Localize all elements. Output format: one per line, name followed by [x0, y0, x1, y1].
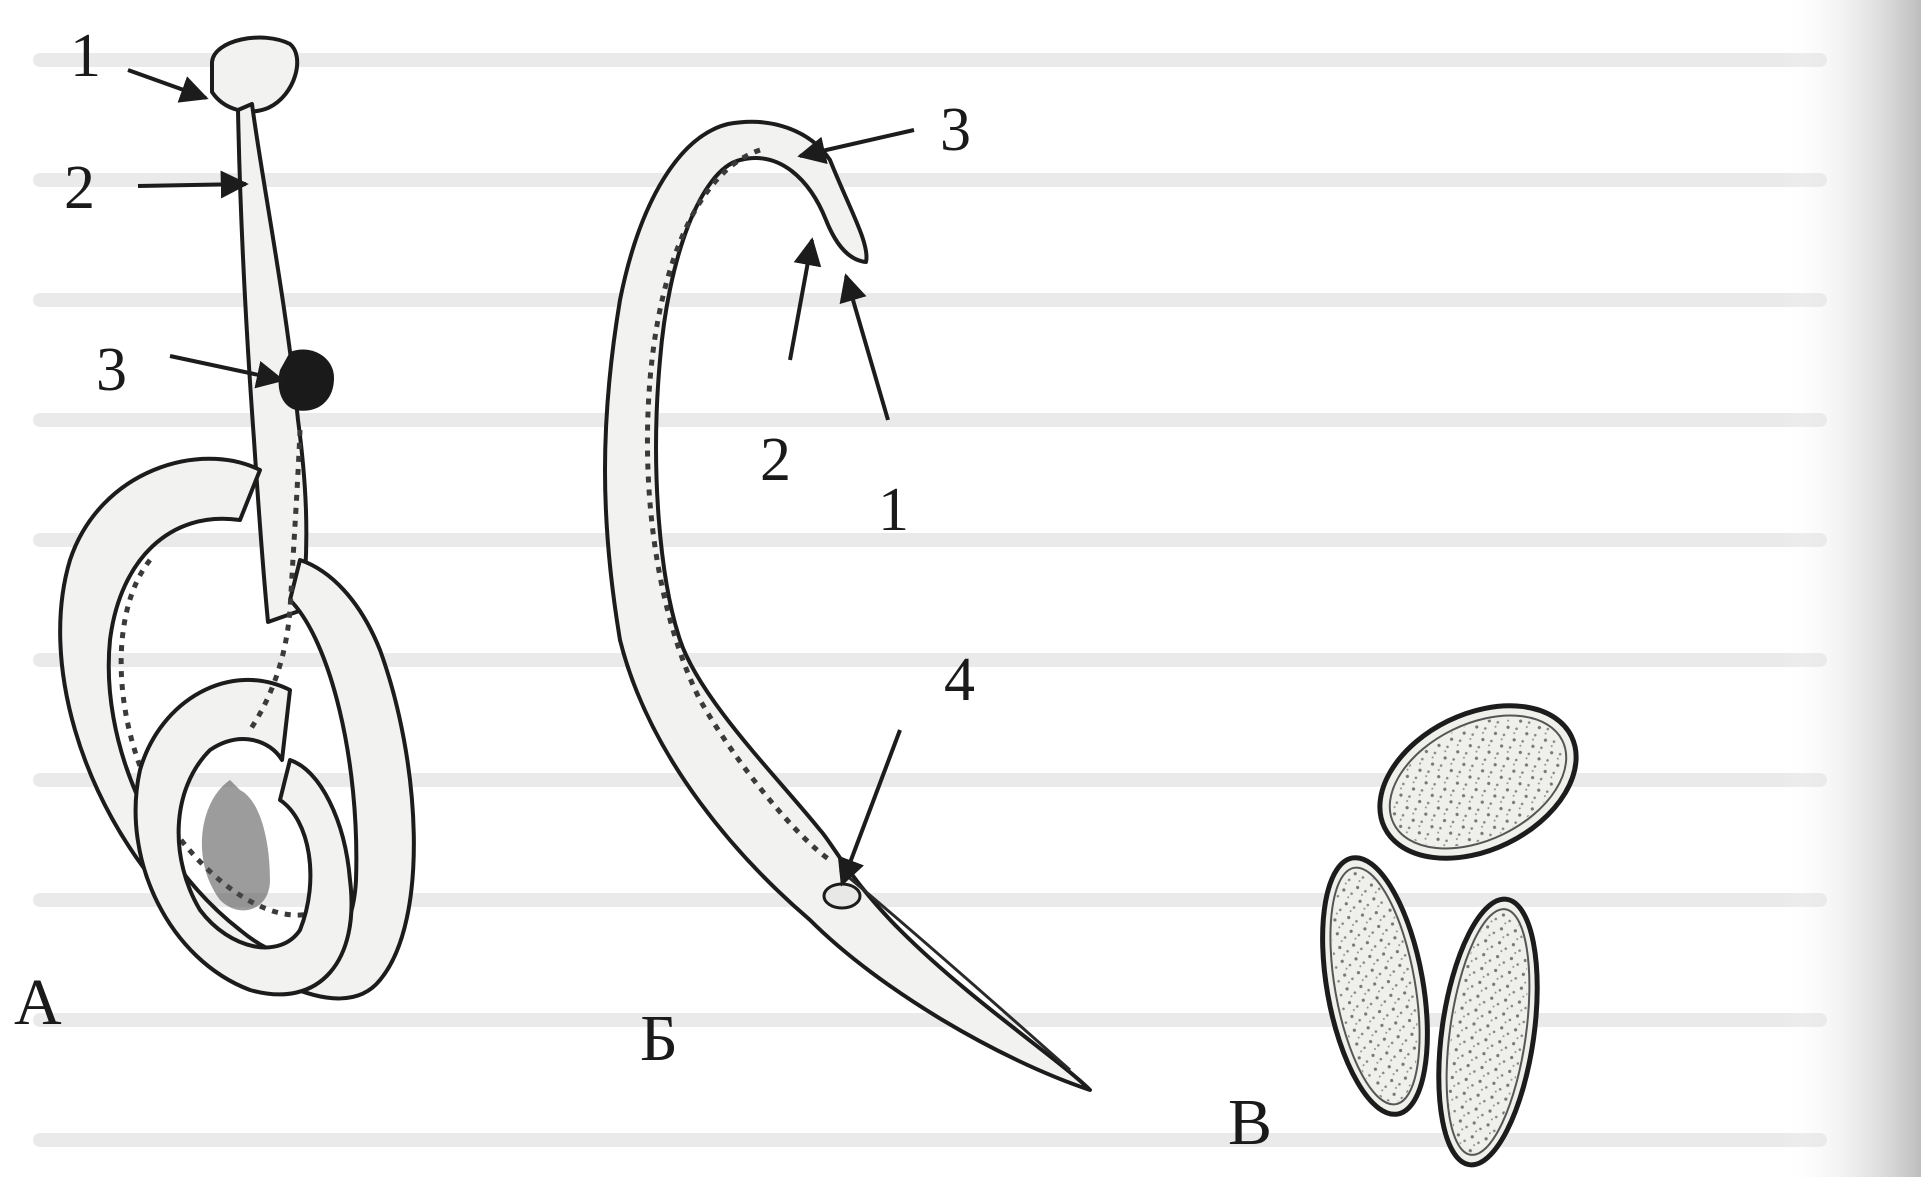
page-edge-shadow [1780, 0, 1921, 1177]
panel-a-inner-dark [202, 780, 270, 910]
panel-a-callout-3: 3 [96, 336, 127, 404]
panel-b-callout-4: 4 [944, 646, 975, 714]
panel-c-egg-left [1305, 850, 1445, 1123]
panel-b-body [605, 122, 1090, 1090]
panel-a-letter: А [14, 966, 62, 1039]
panel-b-structure-4 [824, 884, 860, 908]
panel-b-arrow-4 [842, 730, 900, 884]
panel-b-letter: Б [640, 1002, 678, 1075]
panel-b-callout-3: 3 [940, 96, 971, 164]
panel-a-callout-2: 2 [64, 154, 95, 222]
panel-c: В [1228, 675, 1601, 1171]
panel-a-callout-1: 1 [70, 22, 101, 90]
panel-b: 3 2 1 4 Б [605, 96, 1090, 1090]
panel-a-arrow-2 [138, 184, 246, 186]
panel-c-egg-top [1355, 675, 1602, 888]
panel-a-head [212, 38, 297, 112]
panel-b-callout-2: 2 [760, 426, 791, 494]
panel-b-callout-1: 1 [878, 476, 909, 544]
panel-a-arrow-1 [128, 70, 206, 98]
panel-c-letter: В [1228, 1086, 1272, 1159]
panel-a-structure-3 [279, 350, 334, 411]
panel-c-egg-right [1424, 893, 1552, 1171]
